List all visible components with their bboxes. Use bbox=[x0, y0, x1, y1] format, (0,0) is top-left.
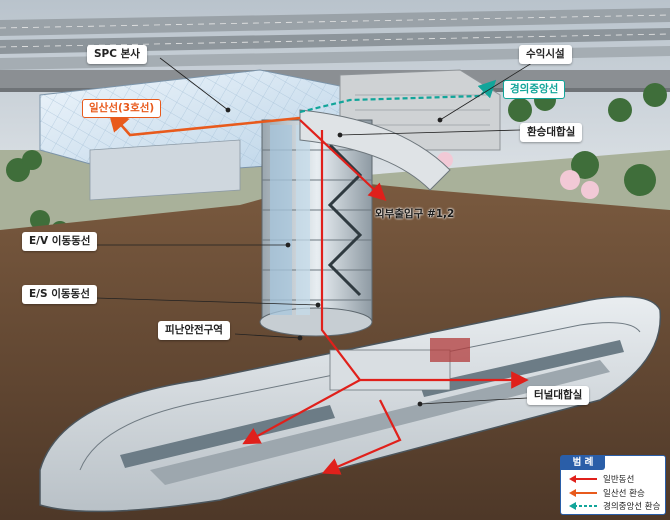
general-route-arrow bbox=[242, 379, 361, 445]
transfer-hall-structure bbox=[299, 109, 451, 191]
legend-label: 일산선 환승 bbox=[603, 489, 645, 499]
revenue-facility-label: 수익시설 bbox=[519, 45, 572, 64]
legend-item-general: 일반동선 bbox=[569, 473, 634, 485]
ilsan-transfer-arrow bbox=[108, 110, 301, 137]
legend-item-ilsan: 일산선 환승 bbox=[569, 487, 645, 499]
es-route-label: E/S 이동동선 bbox=[22, 285, 97, 304]
gyeongui-transfer-arrow bbox=[299, 79, 497, 114]
safe-refuge-label: 피난안전구역 bbox=[158, 321, 230, 340]
trees bbox=[6, 83, 667, 270]
gyeongui-jungang-label: 경의중앙선 bbox=[503, 80, 566, 99]
ilsan-line-label: 일산선(3호선) bbox=[82, 99, 162, 118]
cherry-trees bbox=[437, 152, 599, 199]
teal-dashed-arrow-icon bbox=[569, 502, 597, 510]
general-route-arrow bbox=[321, 399, 402, 475]
legend-box: 범 례 일반동선 일산선 환승 경의중앙선 환승 bbox=[560, 455, 666, 515]
tunnel bbox=[39, 295, 662, 513]
red-arrow-icon bbox=[569, 475, 597, 483]
spc-hq-label: SPC 본사 bbox=[87, 45, 147, 64]
legend-label: 일반동선 bbox=[603, 475, 635, 485]
legend-title: 범 례 bbox=[561, 456, 605, 470]
tunnel-hall-label: 터널대합실 bbox=[527, 386, 590, 405]
general-route-arrow bbox=[299, 119, 387, 202]
general-route-arrow bbox=[320, 130, 400, 382]
leader-lines bbox=[95, 57, 541, 407]
transfer-hall-label: 환승대합실 bbox=[520, 123, 583, 142]
external-exit-label: 외부출입구 #1,2 bbox=[375, 208, 455, 220]
legend-label: 경의중앙선 환승 bbox=[603, 502, 661, 512]
orange-arrow-icon bbox=[569, 489, 597, 497]
vertical-shaft bbox=[259, 119, 373, 337]
ev-route-label: E/V 이동동선 bbox=[22, 232, 98, 251]
legend-item-gyeongui: 경의중앙선 환승 bbox=[569, 500, 660, 512]
